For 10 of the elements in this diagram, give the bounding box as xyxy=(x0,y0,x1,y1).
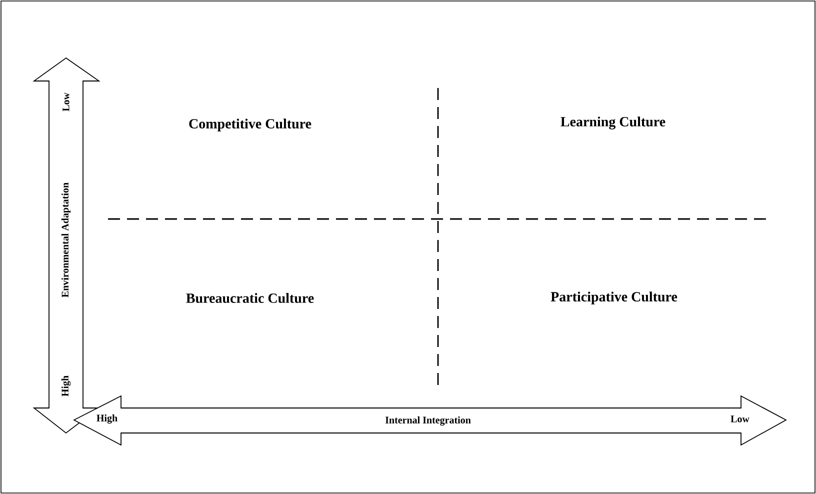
axis-title: Environmental Adaptation xyxy=(61,182,71,298)
axis-title: Internal Integration xyxy=(385,416,471,426)
axis-end-label: Low xyxy=(730,416,750,422)
axis-end-label: High xyxy=(96,414,118,424)
axis-end-label: High xyxy=(61,376,71,396)
quadrant-label: Competitive Culture xyxy=(189,118,312,132)
quadrant-label: Bureaucratic Culture xyxy=(186,293,314,303)
axis-end-label: Low xyxy=(62,92,70,112)
quadrant-label: Learning Culture xyxy=(560,116,666,130)
quadrant-label: Participative Culture xyxy=(550,292,678,304)
